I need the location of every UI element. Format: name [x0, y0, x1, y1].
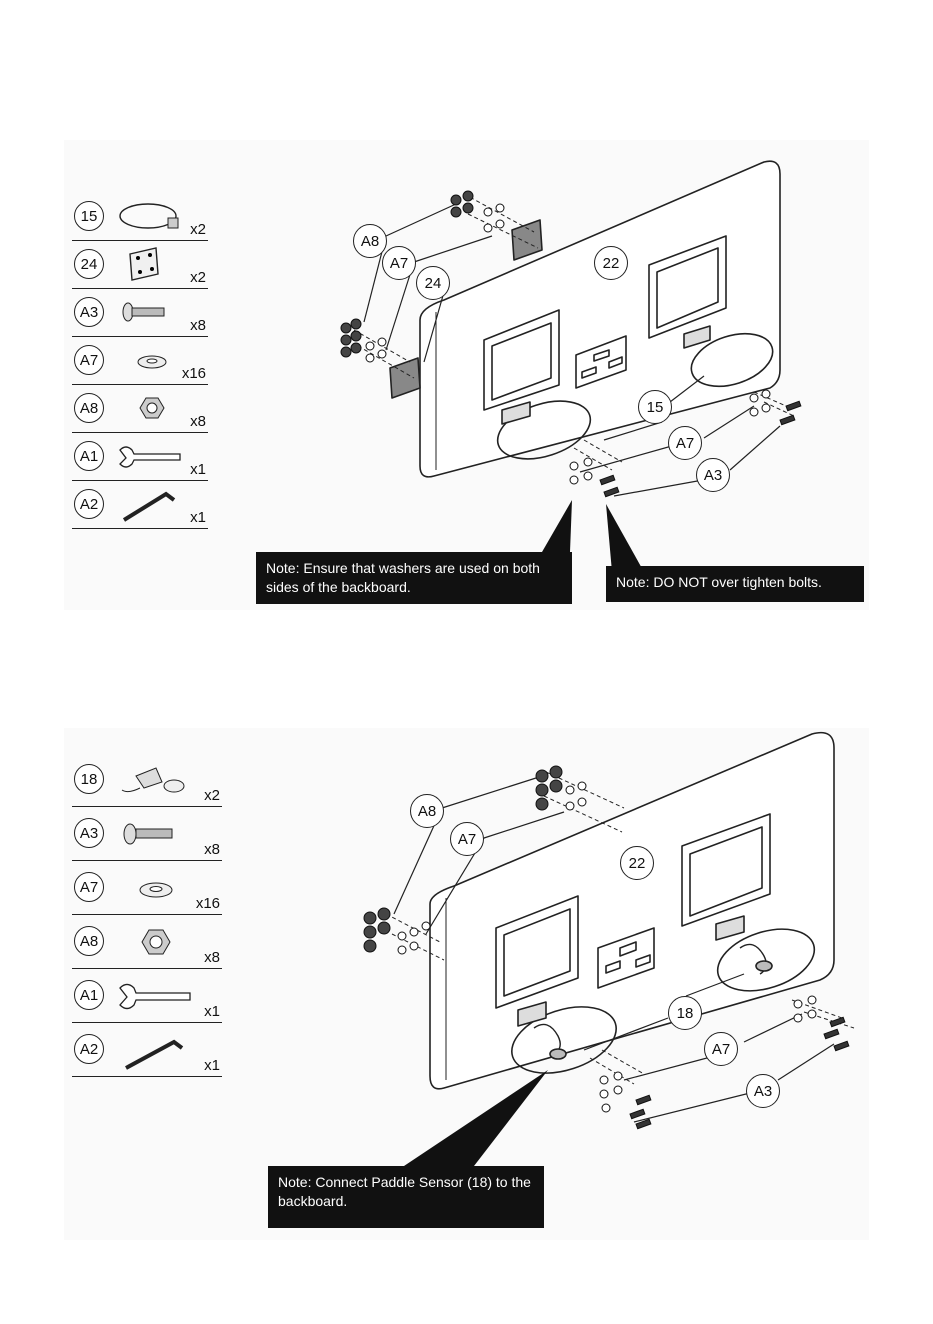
nut-icon — [116, 390, 186, 428]
callout-a8: A8 — [353, 224, 387, 258]
part-qty: x2 — [190, 221, 206, 238]
part-qty: x16 — [182, 365, 206, 382]
plate-icon — [116, 246, 186, 284]
callout-22: 22 — [594, 246, 628, 280]
part-row: A8 x8 — [72, 916, 222, 969]
part-qty: x2 — [204, 787, 220, 804]
part-id: A1 — [74, 980, 104, 1010]
part-id: A2 — [74, 1034, 104, 1064]
part-qty: x1 — [190, 461, 206, 478]
part-row: A7 x16 — [72, 862, 222, 915]
step1-panel: 15 x2 24 x2 A3 x8 A7 x16 A8 x8 A1 x1 — [64, 140, 869, 610]
callout-a7-right: A7 — [704, 1032, 738, 1066]
part-qty: x1 — [204, 1003, 220, 1020]
callout-22: 22 — [620, 846, 654, 880]
part-qty: x8 — [204, 841, 220, 858]
washer-icon — [116, 342, 186, 380]
washer-icon — [116, 866, 196, 910]
bolt-icon — [116, 294, 186, 332]
part-qty: x1 — [190, 509, 206, 526]
part-qty: x16 — [196, 895, 220, 912]
callout-a7-left: A7 — [450, 822, 484, 856]
note-pointer-left — [542, 500, 572, 552]
part-id: A8 — [74, 926, 104, 956]
part-id: A7 — [74, 345, 104, 375]
step1-parts-list: 15 x2 24 x2 A3 x8 A7 x16 A8 x8 A1 x1 — [72, 194, 208, 530]
callout-a3: A3 — [746, 1074, 780, 1108]
callout-24: 24 — [416, 266, 450, 300]
rim-bracket-icon — [116, 198, 186, 236]
part-qty: x8 — [190, 317, 206, 334]
part-row: A7 x16 — [72, 338, 208, 385]
part-row: A3 x8 — [72, 808, 222, 861]
part-row: 18 x2 — [72, 754, 222, 807]
part-row: A1 x1 — [72, 970, 222, 1023]
callout-a7-right: A7 — [668, 426, 702, 460]
part-qty: x8 — [190, 413, 206, 430]
callout-a3: A3 — [696, 458, 730, 492]
callout-15: 15 — [638, 390, 672, 424]
note-pointer-right — [606, 504, 644, 572]
part-row: 15 x2 — [72, 194, 208, 241]
note-pointer — [404, 1070, 548, 1166]
part-id: A2 — [74, 489, 104, 519]
hex-key-icon — [116, 486, 186, 524]
step2-parts-list: 18 x2 A3 x8 A7 x16 A8 x8 A1 x1 A2 x1 — [72, 754, 222, 1078]
bolt-icon — [116, 812, 196, 856]
wrench-icon — [116, 438, 186, 476]
note-washers: Note: Ensure that washers are used on bo… — [256, 552, 572, 604]
callout-a8: A8 — [410, 794, 444, 828]
step2-panel: 18 x2 A3 x8 A7 x16 A8 x8 A1 x1 A2 x1 — [64, 728, 869, 1240]
paddle-sensor-icon — [116, 758, 196, 802]
part-row: A1 x1 — [72, 434, 208, 481]
callout-a7-left: A7 — [382, 246, 416, 280]
part-row: A2 x1 — [72, 482, 208, 529]
note-bolts: Note: DO NOT over tighten bolts. — [606, 566, 864, 602]
part-row: 24 x2 — [72, 242, 208, 289]
part-row: A8 x8 — [72, 386, 208, 433]
part-qty: x2 — [190, 269, 206, 286]
part-id: A1 — [74, 441, 104, 471]
part-qty: x1 — [204, 1057, 220, 1074]
part-row: A3 x8 — [72, 290, 208, 337]
part-row: A2 x1 — [72, 1024, 222, 1077]
part-id: A3 — [74, 297, 104, 327]
part-id: A7 — [74, 872, 104, 902]
note-paddle-sensor: Note: Connect Paddle Sensor (18) to the … — [268, 1166, 544, 1228]
part-id: 24 — [74, 249, 104, 279]
part-id: 15 — [74, 201, 104, 231]
wrench-icon — [116, 974, 196, 1018]
part-qty: x8 — [204, 949, 220, 966]
hex-key-icon — [116, 1028, 196, 1072]
callout-18: 18 — [668, 996, 702, 1030]
nut-icon — [116, 920, 196, 964]
part-id: 18 — [74, 764, 104, 794]
part-id: A8 — [74, 393, 104, 423]
part-id: A3 — [74, 818, 104, 848]
